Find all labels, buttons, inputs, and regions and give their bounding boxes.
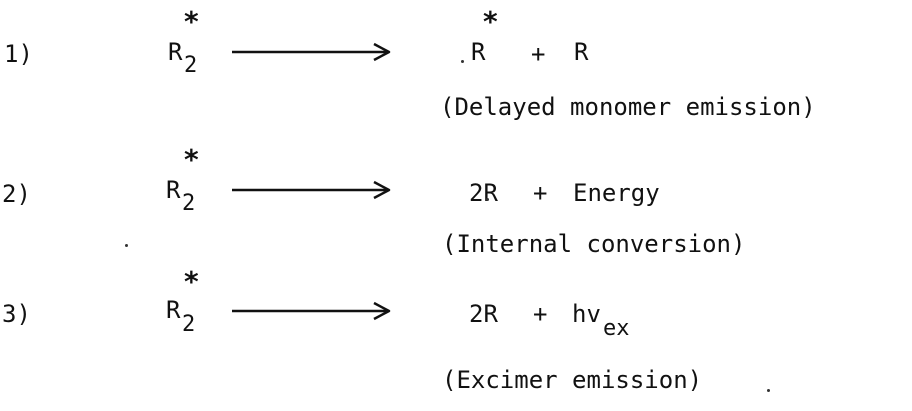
- reaction-3-reactant: R: [166, 296, 181, 324]
- reaction-3-plus: +: [533, 300, 548, 328]
- reaction-2-plus: +: [533, 179, 548, 207]
- reaction-1-plus: +: [531, 40, 546, 68]
- reaction-1-product-2: R: [574, 38, 589, 66]
- reaction-2-arrow: [232, 180, 391, 200]
- scan-speck: [461, 60, 464, 63]
- reaction-2-reactant: R: [166, 176, 181, 204]
- scan-speck: [767, 389, 770, 392]
- reaction-2-product-2: Energy: [573, 179, 660, 207]
- scan-speck: [486, 198, 489, 201]
- reaction-3-description: (Excimer emission): [442, 366, 703, 394]
- scan-speck: [125, 244, 128, 247]
- reaction-1-description: (Delayed monomer emission): [440, 93, 816, 121]
- reaction-1-arrow: [232, 42, 391, 62]
- reaction-3-reactant-subscript: 2: [182, 312, 196, 337]
- reaction-1-number: 1): [4, 40, 33, 68]
- reaction-3-number: 3): [2, 300, 31, 328]
- reaction-2-description: (Internal conversion): [442, 230, 746, 258]
- reaction-3-reactant-asterisk: *: [184, 265, 199, 298]
- reaction-1-reactant-asterisk: *: [184, 5, 199, 38]
- reaction-2-number: 2): [2, 180, 31, 208]
- reaction-1-reactant-subscript: 2: [184, 53, 198, 78]
- reaction-2-product-1: 2R: [469, 179, 498, 207]
- reaction-1-reactant: R: [168, 38, 183, 66]
- reaction-3-product-2: hv: [572, 300, 601, 328]
- reaction-3-product-1: 2R: [469, 300, 498, 328]
- reaction-3-arrow: [232, 301, 391, 321]
- reaction-2-reactant-asterisk: *: [184, 143, 199, 176]
- reaction-1-product-1: R: [471, 38, 486, 66]
- reaction-3-product-subscript: ex: [603, 316, 630, 341]
- reaction-1-product-asterisk: *: [483, 5, 498, 38]
- reaction-2-reactant-subscript: 2: [182, 191, 196, 216]
